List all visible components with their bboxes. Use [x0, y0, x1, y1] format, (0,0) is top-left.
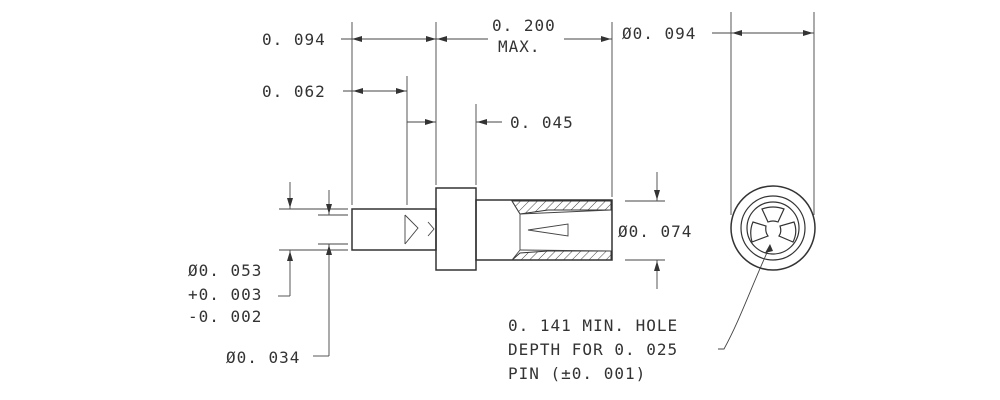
dim-0045: 0. 045 — [510, 113, 574, 132]
hole-note-arrow — [765, 244, 773, 253]
hole-depth-note: 0. 141 MIN. HOLE DEPTH FOR 0. 025 PIN (±… — [508, 316, 678, 383]
pin-drill-tip — [404, 214, 419, 245]
dimension-lines — [278, 30, 814, 357]
dim-0094-left: 0. 094 — [262, 30, 326, 49]
dim-tol-plus: +0. 003 — [188, 285, 262, 304]
note-line-3: PIN (±0. 001) — [508, 364, 646, 383]
dim-0200: 0. 200 — [492, 16, 556, 35]
note-line-2: DEPTH FOR 0. 025 — [508, 340, 678, 359]
collar — [435, 187, 477, 271]
finger-top — [761, 206, 785, 223]
dimension-labels: 0. 094 0. 062 0. 200 MAX. 0. 045 Ø0. 094… — [188, 16, 696, 367]
dim-dia-0074: Ø0. 074 — [618, 222, 692, 241]
socket-mouth — [511, 200, 521, 261]
finger-left — [750, 221, 769, 243]
dim-dia-0094: Ø0. 094 — [622, 24, 696, 43]
pin-chevron — [427, 221, 435, 237]
finger-right — [778, 221, 797, 243]
socket-inner-bottom — [519, 249, 612, 252]
dim-0062: 0. 062 — [262, 82, 326, 101]
note-line-1: 0. 141 MIN. HOLE — [508, 316, 678, 335]
hole-note-leader — [718, 245, 771, 350]
dim-tol-minus: -0. 002 — [188, 307, 262, 326]
extension-lines — [279, 12, 815, 261]
dim-max: MAX. — [498, 37, 541, 56]
end-view — [718, 185, 816, 350]
end-view-outer-ring — [730, 185, 816, 271]
spring-finger — [527, 223, 569, 237]
dim-dia-0034: Ø0. 034 — [226, 348, 300, 367]
socket-wall-bottom — [510, 250, 612, 261]
socket-inner-top — [519, 209, 612, 215]
end-view-inner-ring — [740, 195, 806, 261]
dim-dia-0053: Ø0. 053 — [188, 261, 262, 280]
side-view — [351, 187, 613, 271]
pin-body — [351, 208, 437, 251]
end-view-hole — [746, 201, 800, 255]
